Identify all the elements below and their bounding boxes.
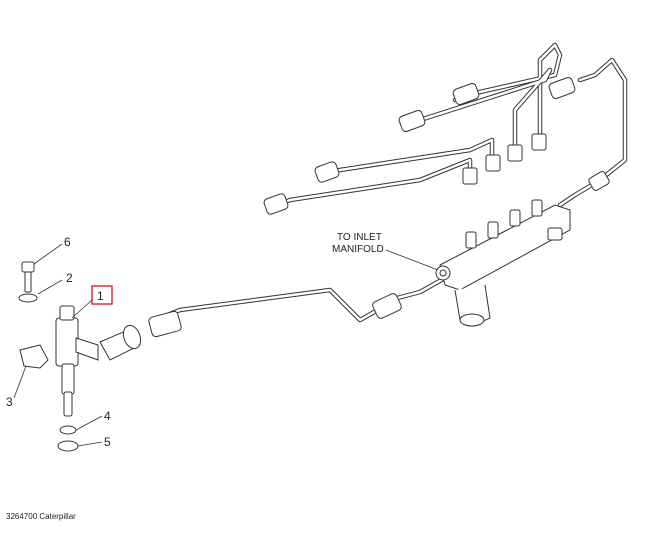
o-ring [59, 425, 77, 435]
inlet-leader [385, 249, 439, 271]
callout-6-leader [33, 243, 63, 265]
callout-1-leader [71, 299, 93, 319]
callout-5-leader [77, 441, 103, 447]
callout-1-highlight-box [91, 285, 113, 305]
callout-2: 2 [66, 271, 73, 285]
washer [18, 293, 38, 303]
fuel-rail [435, 199, 571, 327]
callout-1: 1 [97, 289, 104, 303]
bolt [21, 261, 35, 293]
callout-6: 6 [64, 235, 71, 249]
injector [55, 305, 142, 417]
seal-washer [57, 440, 79, 452]
inlet-label-line2: MANIFOLD [332, 244, 384, 255]
clamp [19, 344, 49, 369]
callout-3-leader [13, 365, 27, 399]
callout-2-leader [37, 279, 63, 295]
callout-4-leader [75, 415, 103, 431]
callout-4: 4 [104, 409, 111, 423]
callout-5: 5 [104, 435, 111, 449]
figure-caption: 3264700 Caterpillar [6, 512, 76, 521]
callouts: 1 2 3 4 5 6 [6, 235, 113, 449]
callout-3: 3 [6, 395, 13, 409]
line-fittings [148, 77, 610, 338]
inlet-label-line1: TO INLET [337, 232, 382, 243]
